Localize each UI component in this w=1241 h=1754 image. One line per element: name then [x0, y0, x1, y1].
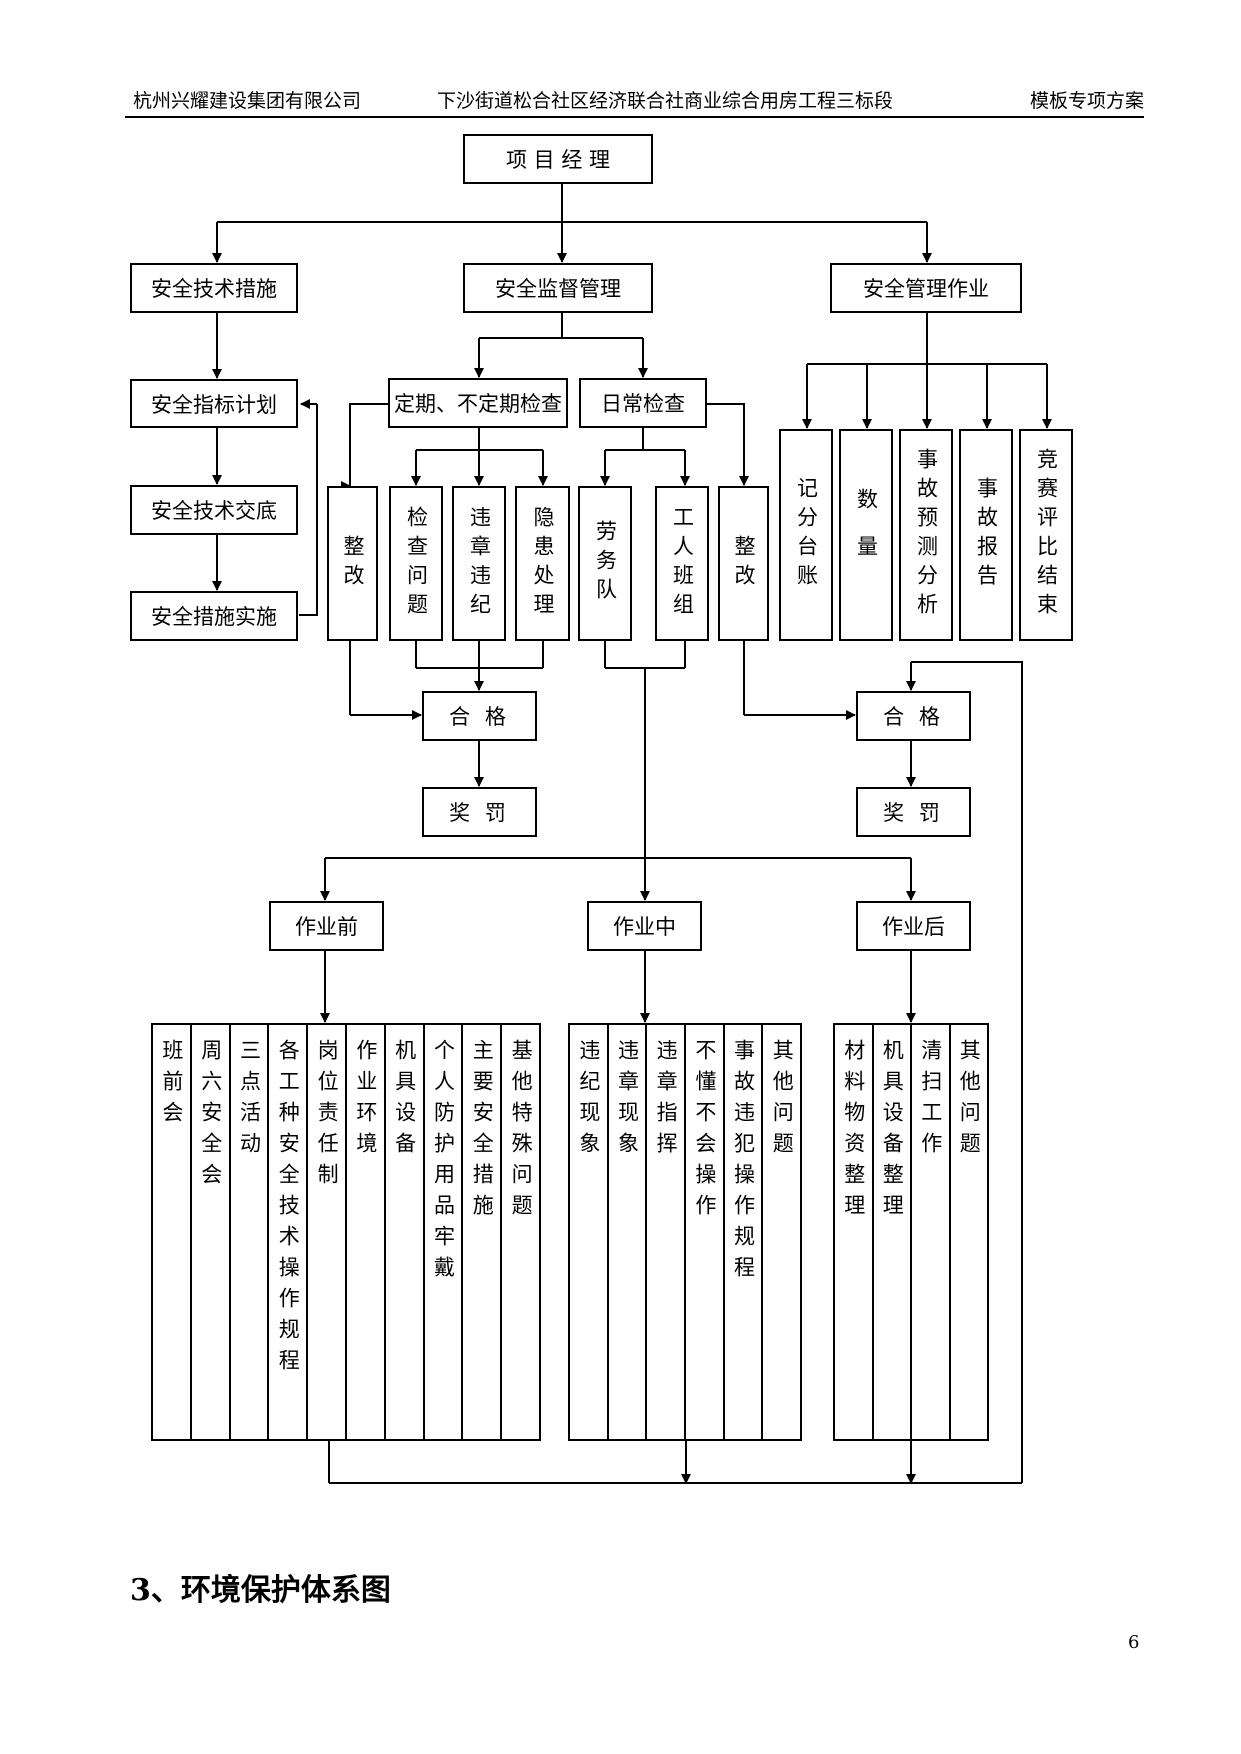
node-reward-left: 奖 罚	[422, 787, 537, 837]
node-competition-review: 竞赛评比结束	[1019, 429, 1073, 641]
node-during-work: 作业中	[587, 901, 702, 951]
node-periodic-inspection: 定期、不定期检查	[388, 378, 568, 428]
node-check-issues: 检查问题	[389, 486, 443, 641]
before-item: 各工种安全技术操作规程	[269, 1025, 309, 1439]
node-violations: 违章违纪	[452, 486, 506, 641]
during-item: 违章现象	[609, 1025, 648, 1439]
before-item: 三点活动	[231, 1025, 270, 1439]
header-doc-type: 模板专项方案	[1030, 90, 1145, 112]
before-item: 主要安全措施	[463, 1025, 503, 1439]
header-rule	[125, 116, 1144, 118]
during-work-items: 违纪现象 违章现象 违章指挥 不懂不会操作 事故违犯操作规程 其他问题	[568, 1023, 802, 1441]
during-item: 违纪现象	[570, 1025, 609, 1439]
node-hazard-handling: 隐患处理	[515, 486, 570, 641]
header-company: 杭州兴耀建设集团有限公司	[133, 90, 362, 112]
before-item: 基他特殊问题	[509, 1039, 534, 1225]
during-item: 其他问题	[770, 1039, 795, 1163]
during-item: 事故违犯操作规程	[725, 1025, 764, 1439]
before-item: 机具设备	[386, 1025, 425, 1439]
node-safety-supervision: 安全监督管理	[463, 263, 653, 313]
after-item: 其他问题	[957, 1039, 982, 1163]
node-before-work: 作业前	[269, 901, 384, 951]
node-labor-team: 劳务队	[578, 486, 632, 641]
before-item: 个人防护用品牢戴	[425, 1025, 464, 1439]
node-project-manager: 项 目 经 理	[463, 134, 653, 184]
node-daily-inspection: 日常检查	[579, 378, 707, 428]
node-rectify-right: 整改	[718, 486, 769, 641]
before-work-items: 班前会 周六安全会 三点活动 各工种安全技术操作规程 岗位责任制 作业环境 机具…	[151, 1023, 541, 1441]
node-safety-management: 安全管理作业	[830, 263, 1022, 313]
section-heading: 3、环境保护体系图	[130, 1573, 391, 1608]
node-safety-tech-briefing: 安全技术交底	[130, 485, 298, 535]
during-item: 违章指挥	[647, 1025, 687, 1439]
node-safety-tech-measures: 安全技术措施	[130, 263, 298, 313]
before-item: 岗位责任制	[308, 1025, 347, 1439]
header-project: 下沙街道松合社区经济联合社商业综合用房工程三标段	[437, 90, 894, 112]
node-pass-right: 合 格	[856, 691, 971, 741]
node-accident-report: 事故报告	[959, 429, 1013, 641]
node-rectify-left: 整改	[327, 486, 378, 641]
page-number: 6	[1128, 1632, 1140, 1653]
after-item: 材料物资整理	[835, 1025, 874, 1439]
node-safety-index-plan: 安全指标计划	[130, 379, 298, 428]
before-item: 班前会	[153, 1025, 192, 1439]
node-safety-measures-impl: 安全措施实施	[130, 591, 298, 641]
node-worker-crew: 工人班组	[655, 486, 709, 641]
node-pass-left: 合 格	[422, 691, 537, 741]
node-accident-forecast: 事故预测分析	[899, 429, 953, 641]
node-reward-right: 奖 罚	[856, 787, 971, 837]
before-item: 作业环境	[347, 1025, 386, 1439]
node-score-ledger: 记分台账	[779, 429, 833, 641]
after-work-items: 材料物资整理 机具设备整理 清扫工作 其他问题	[833, 1023, 989, 1441]
after-item: 机具设备整理	[874, 1025, 912, 1439]
node-after-work: 作业后	[856, 901, 971, 951]
node-quantity: 数量	[839, 429, 893, 641]
before-item: 周六安全会	[192, 1025, 231, 1439]
after-item: 清扫工作	[912, 1025, 951, 1439]
during-item: 不懂不会操作	[686, 1025, 725, 1439]
